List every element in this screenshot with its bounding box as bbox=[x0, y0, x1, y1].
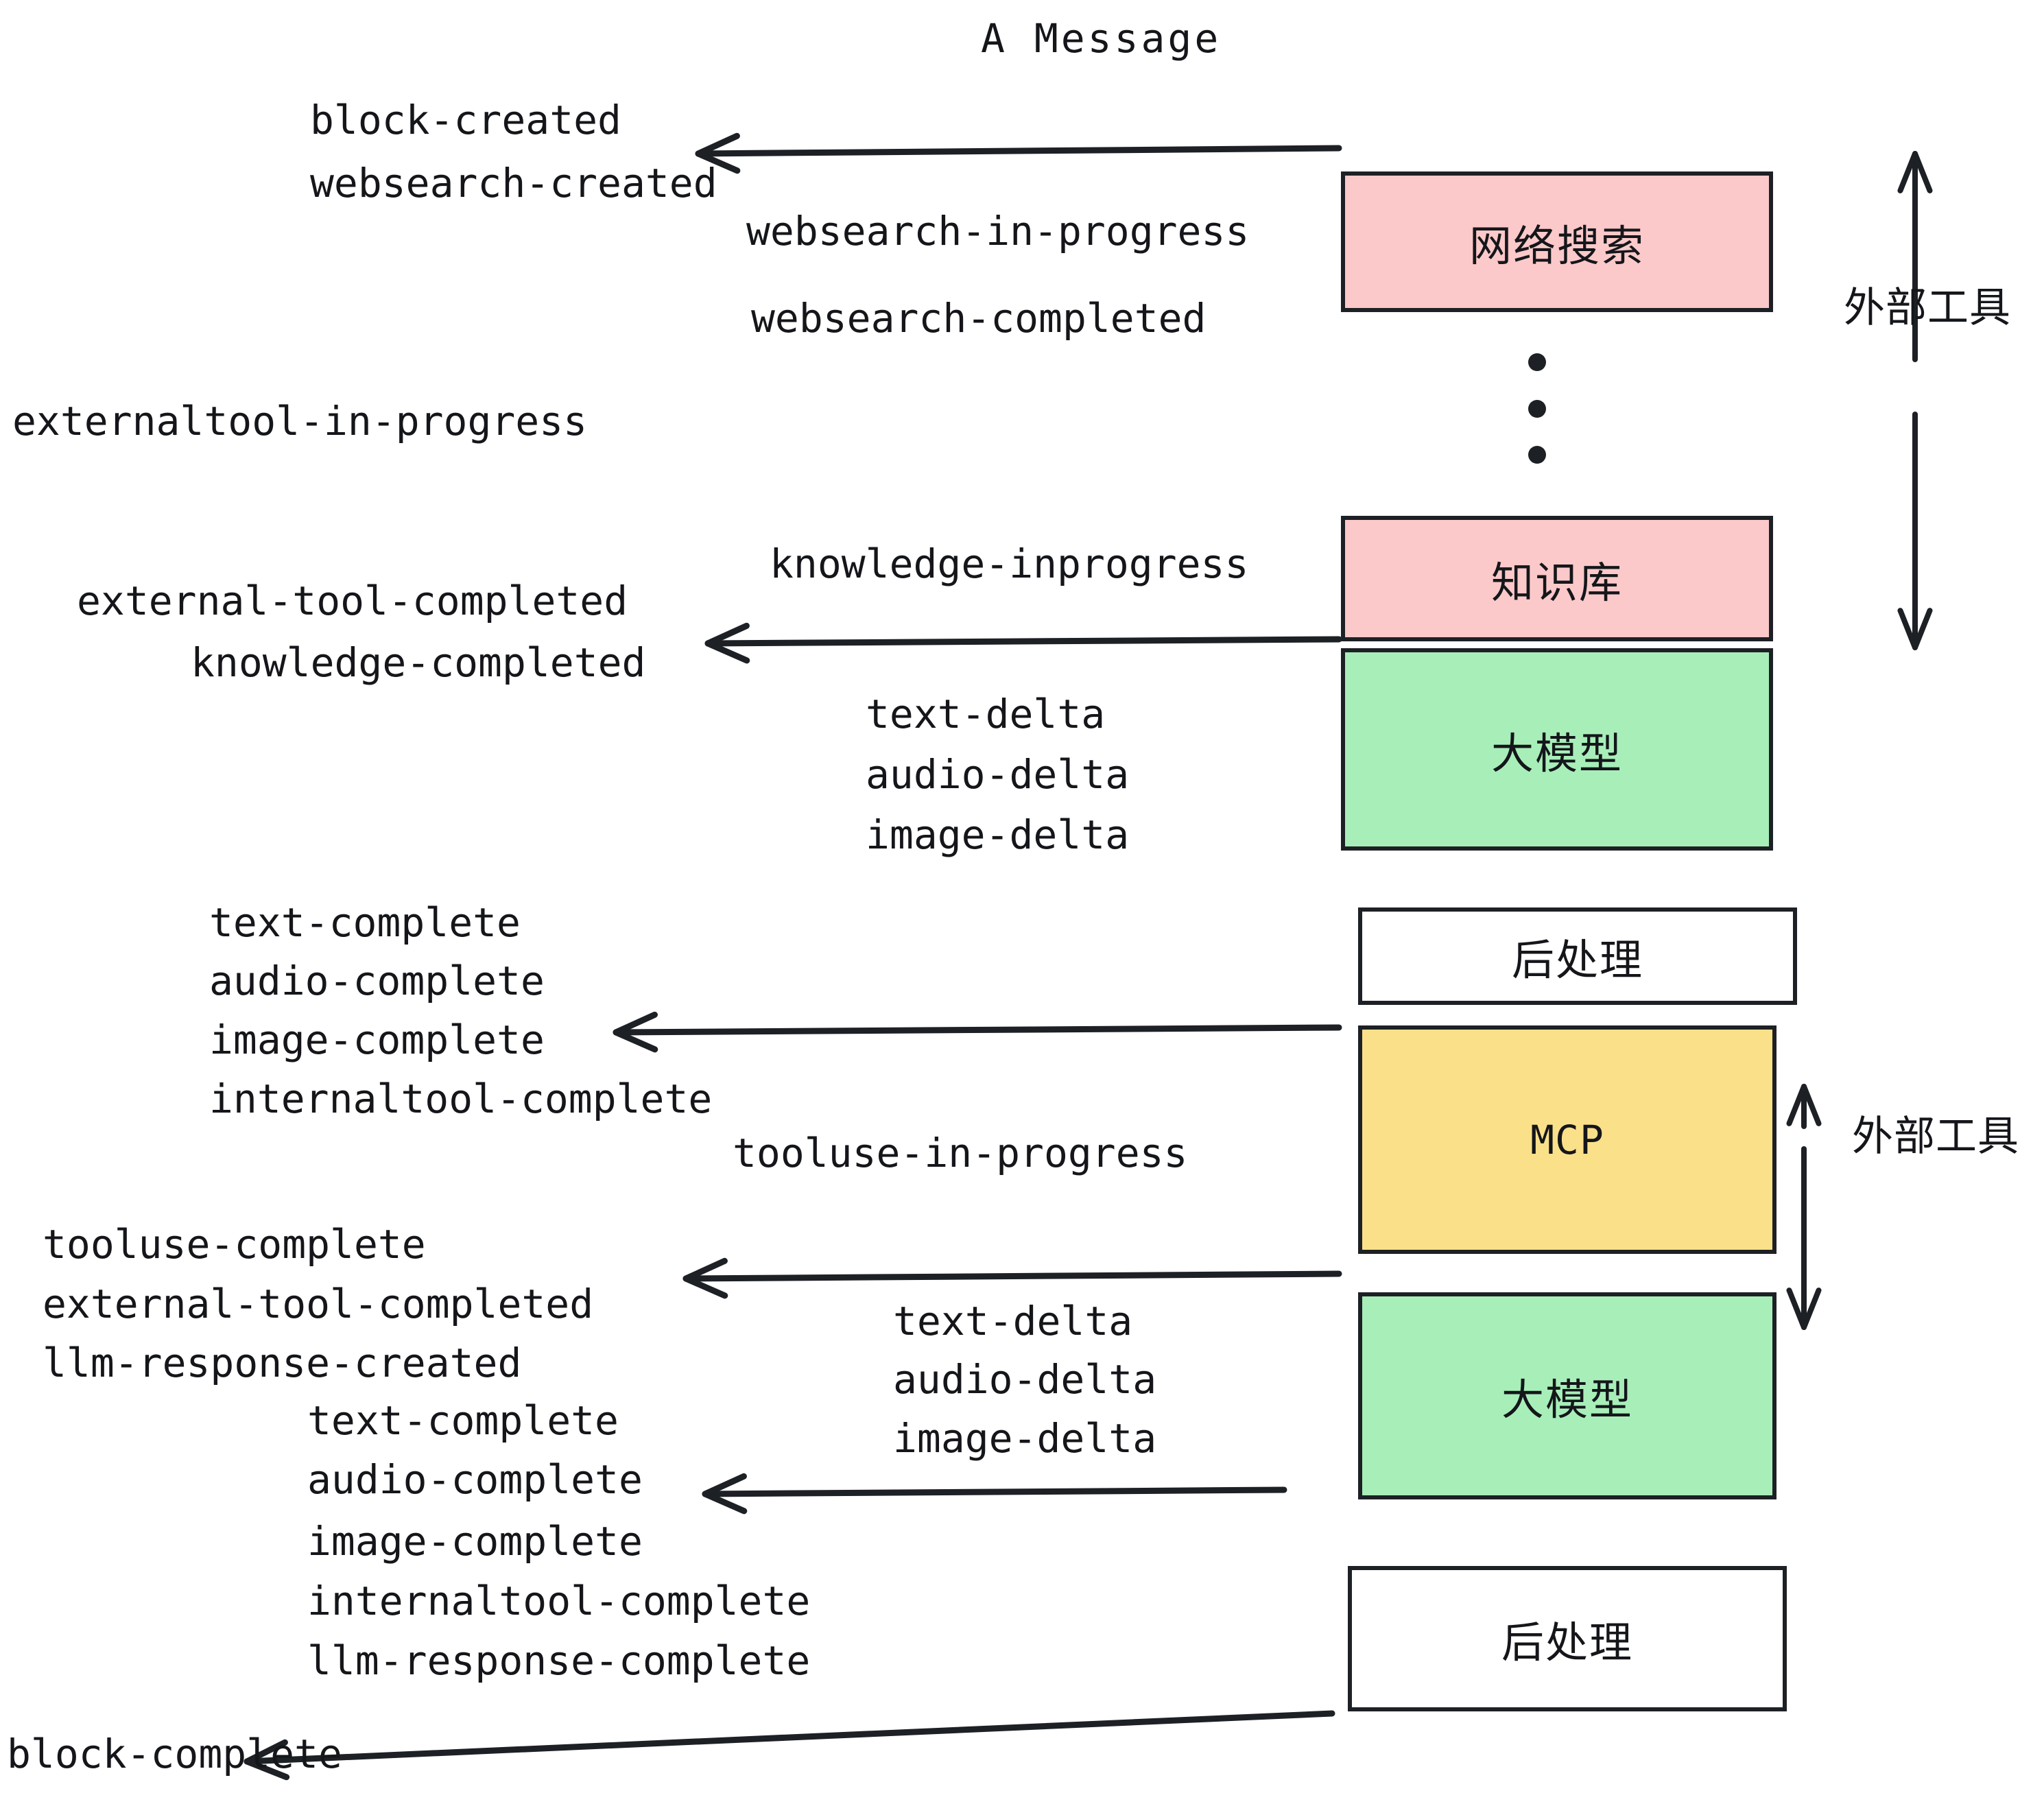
event-label-audio-complete-1: audio-complete bbox=[209, 958, 545, 1004]
event-label-externaltool-in-progress: externaltool-in-progress bbox=[12, 398, 588, 444]
event-label-websearch-in-progress: websearch-in-progress bbox=[746, 208, 1250, 254]
node-mcp: MCP bbox=[1358, 1025, 1776, 1254]
event-label-image-complete-1: image-complete bbox=[209, 1017, 545, 1063]
event-label-text-complete-2: text-complete bbox=[307, 1397, 619, 1444]
arrow-image-complete-line bbox=[613, 1024, 1342, 1036]
arrow-audio-complete-arrowhead-icon bbox=[702, 1473, 748, 1515]
event-label-websearch-completed: websearch-completed bbox=[751, 295, 1207, 342]
arrow-tooluse-complete-arrowhead-icon bbox=[682, 1257, 728, 1299]
event-label-internaltool-complete-1: internaltool-complete bbox=[209, 1076, 713, 1122]
event-label-block-complete: block-complete bbox=[7, 1731, 342, 1777]
event-label-image-delta-1: image-delta bbox=[866, 811, 1130, 858]
ellipsis-dot-icon bbox=[1528, 446, 1546, 464]
event-label-text-delta-1: text-delta bbox=[866, 691, 1106, 737]
ellipsis-dot-icon bbox=[1528, 400, 1546, 418]
event-label-llm-response-created: llm-response-created bbox=[43, 1340, 522, 1386]
event-label-text-complete-1: text-complete bbox=[209, 899, 521, 946]
event-label-websearch-created: websearch-created bbox=[310, 160, 717, 206]
event-label-block-created: block-created bbox=[310, 97, 621, 143]
event-label-image-delta-2: image-delta bbox=[893, 1415, 1157, 1462]
event-label-audio-complete-2: audio-complete bbox=[307, 1456, 643, 1503]
node-websearch: 网络搜索 bbox=[1341, 171, 1773, 312]
node-llm-1: 大模型 bbox=[1341, 648, 1773, 851]
scope-label-external-tool-bottom: 外部工具 bbox=[1852, 1113, 2019, 1161]
external-tool-top-down-arrowhead-icon bbox=[1897, 608, 1933, 650]
event-label-knowledge-inprogress: knowledge-inprogress bbox=[770, 541, 1249, 587]
external-tool-top-up-arrowhead-icon bbox=[1897, 151, 1933, 193]
event-label-tooluse-complete: tooluse-complete bbox=[43, 1221, 426, 1268]
event-label-audio-delta-1: audio-delta bbox=[866, 751, 1130, 798]
node-knowledge: 知识库 bbox=[1341, 516, 1773, 641]
external-tool-bottom-up-arrowhead-icon bbox=[1786, 1084, 1822, 1126]
ellipsis-dot-icon bbox=[1528, 353, 1546, 371]
event-label-text-delta-2: text-delta bbox=[893, 1298, 1133, 1344]
event-label-external-tool-completed-1: external-tool-completed bbox=[77, 578, 628, 624]
node-postproc-1: 后处理 bbox=[1358, 907, 1797, 1005]
event-label-external-tool-completed-2: external-tool-completed bbox=[43, 1281, 594, 1327]
node-llm-2: 大模型 bbox=[1358, 1292, 1776, 1499]
arrow-knowledge-completed-line bbox=[704, 636, 1342, 647]
event-label-knowledge-completed: knowledge-completed bbox=[191, 639, 646, 686]
arrow-block-created-line bbox=[695, 145, 1342, 157]
event-label-audio-delta-2: audio-delta bbox=[893, 1356, 1157, 1403]
node-postproc-2: 后处理 bbox=[1348, 1566, 1787, 1711]
arrow-tooluse-complete-line bbox=[682, 1270, 1342, 1282]
event-label-tooluse-in-progress: tooluse-in-progress bbox=[733, 1130, 1188, 1176]
arrow-block-complete-line bbox=[243, 1710, 1335, 1765]
scope-label-external-tool-top: 外部工具 bbox=[1844, 284, 2011, 332]
arrow-knowledge-completed-arrowhead-icon bbox=[704, 622, 750, 664]
diagram-title: A Message bbox=[981, 15, 1222, 62]
event-label-internaltool-complete-2: internaltool-complete bbox=[307, 1578, 811, 1624]
external-tool-bottom-down-arrowhead-icon bbox=[1786, 1287, 1822, 1330]
event-label-llm-response-complete: llm-response-complete bbox=[307, 1637, 811, 1684]
arrow-audio-complete-line bbox=[702, 1486, 1287, 1497]
event-label-image-complete-2: image-complete bbox=[307, 1518, 643, 1565]
arrow-image-complete-arrowhead-icon bbox=[613, 1011, 658, 1053]
